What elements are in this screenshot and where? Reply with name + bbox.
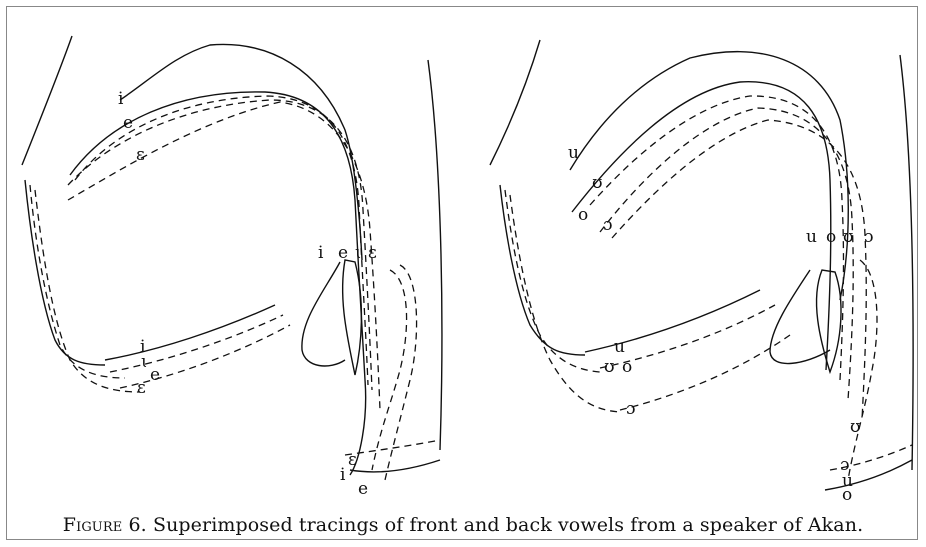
front-body-label-eps: ɛ [137, 378, 146, 398]
back-jaw-ɔ [620, 335, 790, 410]
back-palate-label-o: o [578, 205, 588, 225]
front-root-d2 [385, 265, 417, 480]
back-body-label-u: u [614, 337, 625, 357]
front-vowels-panel: i e ɛ i e ɩ ɛ i ɩ e ɛ ɛ i e [22, 36, 442, 499]
front-tongue-eps [68, 102, 380, 410]
front-tongue-i [70, 92, 366, 475]
back-velum [770, 270, 830, 364]
front-jaw-e [110, 315, 283, 372]
front-larynx-d [345, 440, 440, 455]
front-velum [302, 262, 345, 366]
back-root-d1 [848, 260, 877, 480]
back-palate-label-ʊ: ʊ [592, 173, 603, 193]
front-root-d1 [372, 270, 407, 470]
back-pharynx-wall [900, 55, 913, 470]
front-larynx [350, 460, 440, 472]
back-root-label-o: o [826, 227, 836, 247]
front-palate-outline [120, 44, 362, 260]
front-root-label-eps: ɛ [368, 243, 377, 263]
back-vowels-panel: u ʊ o ɔ u o ʊ ɔ u ʊ o ɔ ʊ ɔ u o [490, 40, 913, 505]
back-body-label-ɔ: ɔ [626, 399, 636, 419]
caption-lead: Figure 6. [63, 514, 147, 536]
back-larynx [825, 460, 912, 490]
front-root-label-e: e [338, 243, 348, 263]
back-jaw-u [585, 290, 760, 352]
back-body-label-o: o [622, 357, 632, 377]
front-bottom-label-e: e [358, 479, 368, 499]
back-palate-label-ɔ: ɔ [603, 215, 613, 235]
back-body-label-ʊ: ʊ [604, 357, 615, 377]
back-bottom-label-o: o [842, 485, 852, 505]
front-palate-label-eps: ɛ [136, 145, 145, 165]
front-body-label-e: e [150, 365, 160, 385]
back-palate-label-u: u [568, 143, 579, 163]
back-root-label-ʊ: ʊ [843, 227, 854, 247]
back-root-label-u: u [806, 227, 817, 247]
front-pharynx-wall [428, 60, 442, 450]
front-lower-lip-d2 [35, 190, 140, 392]
back-upper-lip-outline [490, 40, 540, 165]
front-epiglottis [343, 260, 362, 375]
front-body-label-iota: ɩ [141, 352, 148, 372]
figure-caption: Figure 6. Superimposed tracings of front… [0, 514, 926, 536]
caption-text: Superimposed tracings of front and back … [153, 514, 863, 536]
back-tongue-ɔ [612, 120, 866, 420]
back-bottom-label-ʊ: ʊ [850, 417, 861, 437]
front-bottom-label-i: i [340, 465, 346, 485]
front-palate-label-e: e [123, 113, 133, 133]
front-upper-lip-outline [22, 36, 72, 165]
front-root-label-iota: ɩ [355, 243, 362, 263]
front-jaw-i [105, 305, 275, 360]
front-bottom-label-eps: ɛ [348, 450, 357, 470]
back-root-label-ɔ: ɔ [864, 227, 874, 247]
front-root-label-i: i [318, 243, 324, 263]
back-palate-outline [570, 52, 848, 300]
front-palate-label-i: i [118, 89, 124, 109]
front-tongue-iota [75, 96, 368, 385]
back-tongue-o [600, 108, 853, 400]
front-lower-lip-d1 [30, 185, 125, 378]
